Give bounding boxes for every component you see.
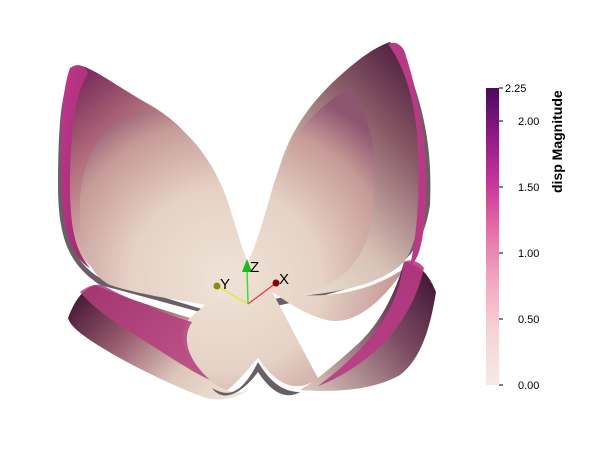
surface-edge-lower-left	[80, 284, 210, 380]
colorbar-ticks	[499, 87, 503, 386]
colorbar-title: disp Magnitude	[549, 90, 565, 193]
z-axis-label: Z	[250, 259, 259, 276]
x-axis-line	[247, 282, 277, 305]
colorbar-tick-label: 0.00	[518, 380, 539, 392]
y-axis-tip	[213, 282, 221, 290]
x-axis-tip	[272, 279, 280, 287]
orientation-axes-widget: X Y Z	[213, 259, 289, 305]
z-axis-arrow	[242, 259, 252, 272]
x-axis-label: X	[279, 271, 289, 288]
surface-edge-left	[60, 65, 90, 268]
y-axis-label: Y	[220, 276, 230, 293]
deformed-surface[interactable]	[58, 42, 436, 400]
surface-edge-right	[388, 42, 427, 267]
surface-bottom-thickness	[212, 362, 300, 396]
colorbar-tick-label: 1.00	[518, 248, 539, 260]
colorbar-tick-label: 2.25	[505, 83, 526, 95]
surface-edge-lower-right	[318, 260, 424, 386]
colorbar-legend: 2.25 2.00 1.50 1.00 0.50 0.00 disp Magni…	[486, 83, 565, 392]
colorbar-tick-label: 0.50	[518, 314, 539, 326]
y-axis-line	[216, 285, 249, 305]
colorbar-tick-label: 1.50	[518, 182, 539, 194]
colorbar-swatch	[486, 88, 499, 385]
colorbar-tick-label: 2.00	[518, 116, 539, 128]
z-axis-line	[246, 267, 249, 305]
